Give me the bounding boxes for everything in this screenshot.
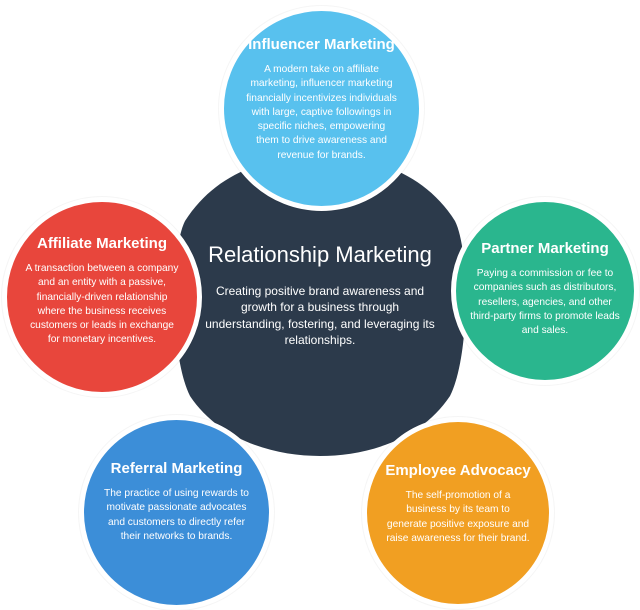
center-hub: Relationship Marketing Creating positive… <box>170 156 470 456</box>
referral-marketing-node: Referral Marketing The practice of using… <box>79 415 274 610</box>
influencer-marketing-title: Influencer Marketing <box>248 36 395 53</box>
affiliate-marketing-description: A transaction between a company and an e… <box>25 263 179 346</box>
employee-advocacy-description: The self-promotion of a business by its … <box>386 490 530 544</box>
employee-advocacy-node: Employee Advocacy The self-promotion of … <box>362 417 554 609</box>
employee-advocacy-title: Employee Advocacy <box>385 462 531 479</box>
affiliate-marketing-node: Affiliate Marketing A transaction betwee… <box>2 197 202 397</box>
center-title: Relationship Marketing <box>208 242 432 267</box>
center-text-block: Relationship Marketing Creating positive… <box>200 241 440 349</box>
center-hexagon <box>174 156 466 456</box>
referral-marketing-title: Referral Marketing <box>110 460 243 477</box>
referral-marketing-description: The practice of using rewards to motivat… <box>104 488 249 542</box>
partner-marketing-description: Paying a commission or fee to companies … <box>470 268 620 337</box>
center-description: Creating positive brand awareness and gr… <box>205 283 435 348</box>
partner-marketing-title: Partner Marketing <box>481 240 609 257</box>
partner-marketing-node: Partner Marketing Paying a commission or… <box>451 197 639 385</box>
affiliate-marketing-title: Affiliate Marketing <box>36 235 168 252</box>
center-shape <box>174 156 466 456</box>
influencer-marketing-description: A modern take on affiliate marketing, in… <box>246 64 397 161</box>
influencer-marketing-node: Influencer Marketing A modern take on af… <box>219 6 424 211</box>
